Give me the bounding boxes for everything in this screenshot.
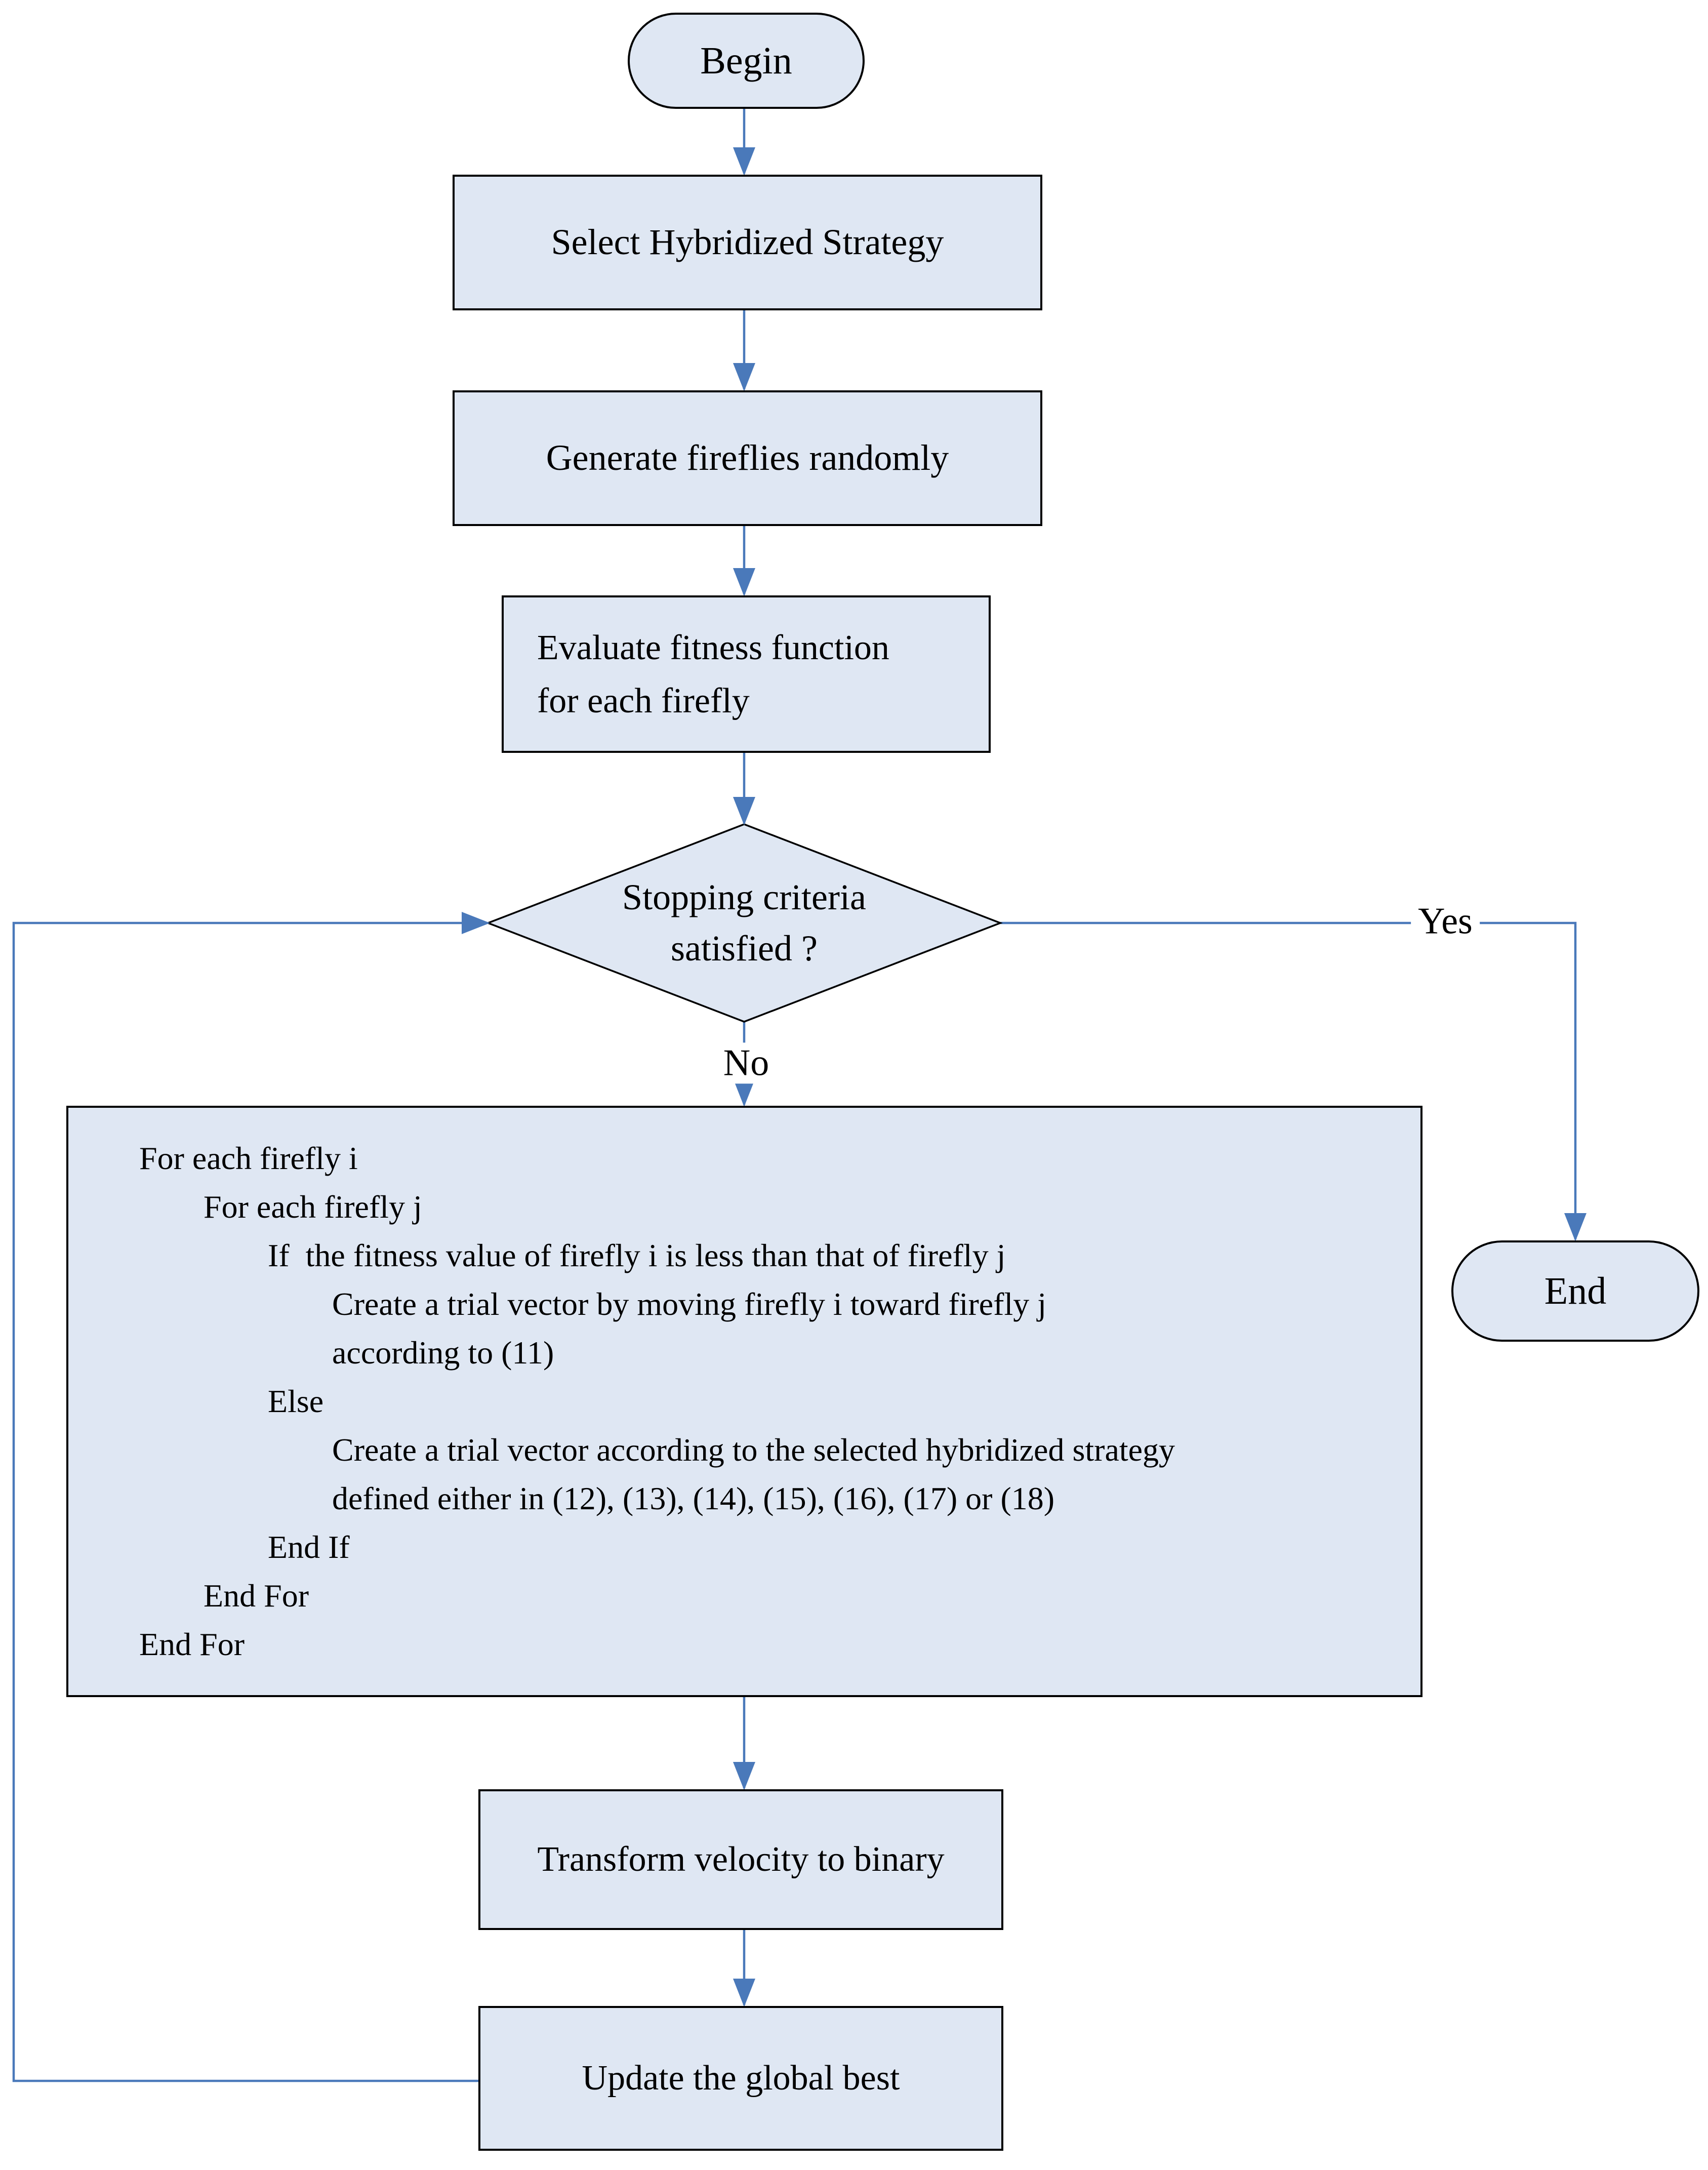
pseudocode-line: End For — [204, 1578, 309, 1614]
edge-update-to-decision-loop — [12, 921, 478, 2082]
transform-velocity-node: Transform velocity to binary — [478, 1789, 1003, 1930]
stopping-criteria-decision-label: Stopping criteria satisfied ? — [622, 877, 866, 969]
evaluate-fitness-node: Evaluate fitness function for each firef… — [502, 595, 991, 753]
decision-diamond-shape — [485, 823, 1003, 1023]
no-branch-label: No — [716, 1042, 777, 1084]
select-strategy-node: Select Hybridized Strategy — [453, 175, 1042, 310]
arrowhead-into-evaluate — [733, 568, 755, 596]
arrowhead-into-transform — [733, 1762, 755, 1790]
pseudocode-line: according to (11) — [332, 1335, 554, 1371]
arrowhead-into-decision-left — [462, 912, 490, 934]
arrowhead-into-select — [733, 147, 755, 176]
pseudocode-line: End For — [139, 1626, 245, 1662]
arrowhead-into-end — [1564, 1213, 1587, 1241]
arrowhead-into-update — [733, 1979, 755, 2007]
pseudocode-line: Else — [268, 1383, 324, 1419]
firefly-loop-pseudocode-box: For each firefly i For each firefly j If t… — [66, 1106, 1422, 1697]
pseudocode-line: defined either in (12), (13), (14), (15)… — [332, 1480, 1055, 1516]
pseudocode-line: If the fitness value of firefly i is les… — [268, 1237, 1006, 1273]
edge-decision-to-end-yes — [1000, 921, 1577, 1239]
update-global-best-node: Update the global best — [478, 2006, 1003, 2151]
pseudocode-line: For each firefly j — [204, 1189, 422, 1225]
pseudocode-line: End If — [268, 1529, 350, 1565]
pseudocode-line: For each firefly i — [139, 1140, 358, 1176]
begin-node: Begin — [628, 13, 865, 109]
arrowhead-into-loop-box — [733, 1078, 755, 1107]
generate-fireflies-node: Generate fireflies randomly — [453, 390, 1042, 526]
end-node: End — [1451, 1240, 1699, 1342]
arrowhead-into-decision — [733, 797, 755, 825]
yes-branch-label: Yes — [1411, 900, 1480, 942]
arrowhead-into-generate — [733, 363, 755, 391]
pseudocode-line: Create a trial vector by moving firefly … — [332, 1286, 1047, 1322]
pseudocode-line: Create a trial vector according to the s… — [332, 1432, 1175, 1468]
